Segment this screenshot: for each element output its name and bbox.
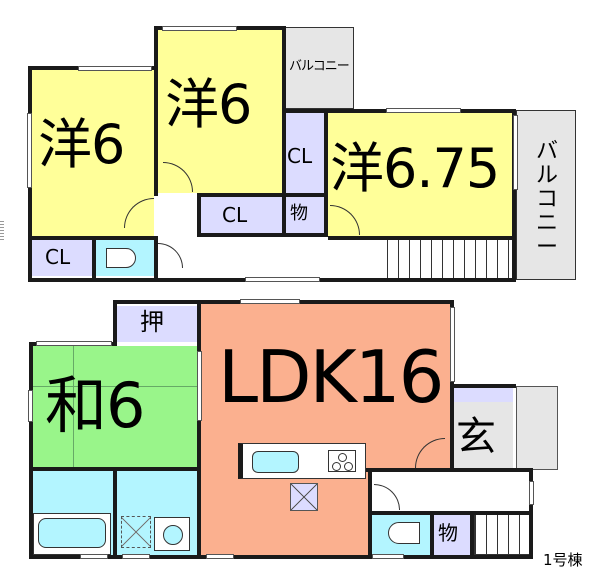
stairs-1f[interactable]: [474, 514, 530, 555]
wall: [512, 109, 516, 281]
wall: [366, 468, 532, 472]
wall: [29, 555, 533, 559]
closet-left-label: CL: [45, 245, 71, 269]
storage-1f-label: 物: [438, 521, 458, 545]
burner-icon: [344, 462, 353, 471]
closet-right: [286, 113, 324, 193]
closet-middle: [201, 197, 283, 233]
building-caption: 1号棟: [543, 551, 583, 569]
tatami-lines: [33, 346, 197, 467]
wall: [113, 300, 117, 344]
closet-middle-label: CL: [222, 203, 248, 227]
wall: [368, 511, 532, 515]
wall: [450, 384, 516, 388]
window: [240, 299, 300, 304]
window: [197, 351, 202, 421]
japanese-room-label: 和6: [45, 369, 145, 442]
burner-icon: [338, 453, 347, 462]
shoe-closet: [454, 388, 513, 402]
western-room-2-label: 洋6: [165, 73, 252, 136]
wall: [430, 511, 434, 557]
door-toilet-2f[interactable]: [158, 243, 183, 268]
entrance-label: 玄: [456, 414, 496, 460]
storage-upper: [286, 197, 324, 233]
basin-bowl: [163, 525, 183, 545]
bathtub-icon: [38, 518, 106, 548]
western-room-3: [328, 113, 512, 236]
wall: [197, 193, 328, 197]
entrance-porch: [516, 386, 558, 470]
wall: [470, 511, 474, 557]
kitchen-sink: [252, 451, 299, 473]
floor-1-plan: 押 和6 LDK16 玄 物: [0, 285, 600, 580]
stairs-2f[interactable]: [387, 238, 512, 278]
wall: [29, 342, 33, 559]
window: [28, 390, 33, 422]
window: [27, 113, 32, 188]
window: [372, 554, 404, 559]
wall: [282, 26, 286, 236]
fridge-space-icon: [290, 483, 318, 511]
left-edge-fragment: [0, 220, 4, 240]
balcony-top: [284, 27, 354, 109]
wall: [113, 467, 117, 557]
washbasin-icon: [154, 517, 190, 551]
balcony-side-label: バ ル コ ニ ー: [535, 139, 558, 260]
balcony-side: [516, 110, 576, 280]
window: [80, 554, 108, 559]
window: [450, 307, 455, 382]
balcony-top-label: バルコニー: [289, 59, 350, 74]
burner-icon: [332, 462, 341, 471]
wall: [328, 236, 516, 240]
oshiire-closet: [117, 306, 197, 342]
wall: [197, 193, 201, 236]
storage-1f: [434, 515, 470, 555]
window: [529, 481, 534, 505]
ldk-label: LDK16: [218, 335, 444, 419]
western-room-1-label: 洋6: [38, 113, 125, 176]
window: [78, 66, 152, 71]
wall: [324, 109, 328, 237]
closet-left: [31, 240, 92, 276]
wall: [197, 300, 201, 558]
washing-machine-space: [121, 516, 151, 548]
oshiire-label: 押: [140, 308, 164, 336]
wall: [197, 233, 328, 237]
toilet-1f-icon: [388, 522, 420, 544]
wall: [154, 236, 158, 280]
floor-2-plan: 洋6 洋6 洋6.75 バルコニー バ ル コ ニ ー CL 物 CL CL: [0, 0, 600, 285]
wall: [154, 26, 158, 196]
wall: [92, 236, 96, 280]
window: [386, 108, 461, 113]
stove-icon: [328, 450, 356, 472]
western-room-3-label: 洋6.75: [330, 137, 500, 200]
window: [206, 554, 234, 559]
toilet-2f-icon: [106, 248, 136, 268]
window: [162, 26, 237, 31]
window: [513, 115, 518, 190]
window: [245, 277, 320, 282]
window: [36, 341, 112, 346]
window: [122, 554, 150, 559]
closet-right-label: CL: [287, 144, 313, 168]
storage-upper-label: 物: [290, 203, 308, 224]
